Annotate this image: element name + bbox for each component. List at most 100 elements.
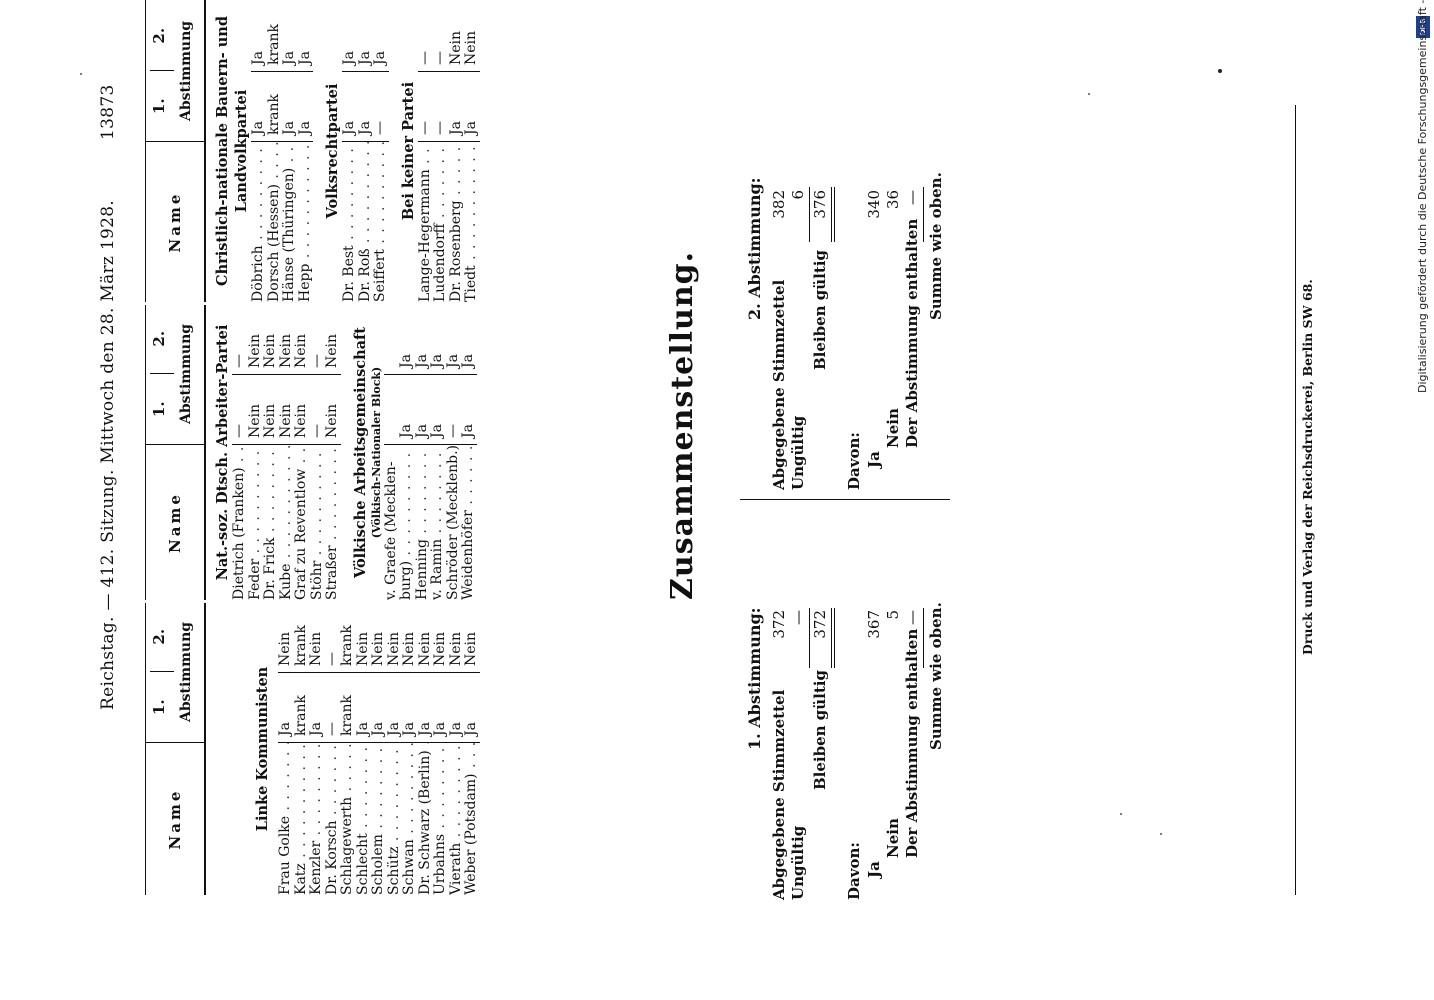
vote-1-cell: Ja (398, 375, 415, 445)
vote-1-cell: Ja (297, 72, 313, 142)
vote-1-cell: — (432, 72, 449, 142)
table-row: Dr. RoßJaJa (357, 0, 374, 302)
vote-1-cell: Ja (429, 375, 446, 445)
member-name: Schlagewerth (340, 743, 356, 895)
vote-2-cell: Ja (297, 2, 313, 72)
table-row: KubeNeinNein (278, 305, 294, 600)
table-row: Graf zu ReventlowNeinNein (293, 305, 310, 600)
table-row: Dr. FrickNeinNein (262, 305, 279, 600)
name-column-header: Name (166, 191, 184, 253)
member-name: Hänse (Thüringen) (282, 142, 298, 302)
table-row: HenningJaJa (414, 305, 430, 600)
table-row: SchlechtJaNein (355, 603, 371, 895)
vote-1-cell: Ja (341, 72, 358, 142)
table-row: Katzkrankkrank (293, 603, 310, 895)
name-column-header: Name (166, 788, 184, 850)
table-row: ScholemJaNein (370, 603, 387, 895)
vote-1-cell: Ja (417, 673, 433, 743)
vote-2-cell: — (432, 2, 449, 72)
label: Abgegebene Stimmzettel (770, 689, 788, 900)
vote-2-cell: Ja (398, 305, 415, 375)
vote-1-cell: — (324, 673, 340, 743)
vote-2-cell: krank (339, 603, 356, 673)
member-name: Stöhr (310, 445, 326, 600)
value: 372 (811, 610, 829, 639)
vote-2-cell: Nein (432, 603, 449, 673)
label: Ja (865, 861, 883, 878)
table-row: SchwanJaNein (401, 603, 418, 895)
vote-2-cell: Nein (324, 305, 341, 375)
member-name: Ludendorff (433, 142, 449, 302)
label: Ungültig (789, 415, 807, 490)
vote-1-cell: Ja (432, 673, 449, 743)
table-row: TiedtJaNein (463, 0, 480, 302)
vote-2-cell: Nein (463, 2, 480, 72)
vote-2-cell: krank (266, 2, 282, 72)
member-name: Scholem (371, 743, 387, 895)
member-name: Straßer (325, 445, 341, 600)
summary-heading: 2. Abstimmung: (745, 177, 764, 320)
vote-2-cell: Ja (357, 2, 373, 72)
table-row: HeppJaJa (297, 0, 313, 302)
vote-2-cell: Nein (355, 603, 371, 673)
dfg-watermark: DFG Digitalisierung gefördert durch die … (1412, 0, 1434, 408)
table-row: Seiffert—Ja (372, 0, 389, 302)
vote1-header: 1. (150, 373, 174, 444)
member-name: Graf zu Reventlow (294, 445, 310, 600)
table-row: v. RaminJaJa (429, 305, 446, 600)
vote-2-cell: Ja (372, 2, 389, 72)
member-name: Weber (Potsdam) (464, 743, 480, 895)
vote-1-cell: Ja (308, 673, 325, 743)
table-row: Schröder (Mecklenb.)—Ja (445, 305, 462, 600)
table-body: Christlich-nationale Bauern- und Landvol… (213, 0, 480, 302)
vote2-header: 2. (150, 27, 168, 44)
vote-1-cell: krank (293, 673, 309, 743)
label: Abgegebene Stimmzettel (770, 279, 788, 490)
vote-2-cell: Nein (463, 603, 480, 673)
label: Summe wie oben. (927, 172, 945, 320)
vote-2-cell: Nein (293, 305, 310, 375)
table-row: FederNeinNein (247, 305, 264, 600)
summary-title: Zusammenstellung. (665, 250, 700, 600)
vote-2-cell: Ja (460, 305, 477, 375)
label: Nein (884, 818, 902, 858)
table-row: SchützJaNein (386, 603, 403, 895)
table-row: UrbahnsJaNein (432, 603, 449, 895)
table-row: Stöhr—— (309, 305, 326, 600)
table-row: Dr. BestJaJa (341, 0, 358, 302)
member-name: Tiedt (464, 142, 480, 302)
value: 36 (884, 190, 902, 210)
member-name: Katz (294, 743, 310, 895)
party-group-heading: Volksrechtpartei (324, 83, 341, 219)
member-name: Schütz (387, 743, 403, 895)
label: Ungültig (789, 825, 807, 900)
vote-column-header: 1.2. Abstimmung (146, 602, 204, 743)
member-name: Feder (248, 445, 264, 600)
member-name: Dr. Best (342, 142, 358, 302)
member-name: Dr. Roß (358, 142, 374, 302)
member-name: Weidenhöfer (461, 445, 477, 600)
vote-1-cell: Ja (460, 375, 477, 445)
vote-1-cell: Ja (463, 72, 480, 142)
table-header: Name 1.2. Abstimmung (145, 602, 206, 895)
vote-column-header: 1.2. Abstimmung (146, 304, 204, 445)
table-row: WeidenhöferJaJa (460, 305, 477, 600)
vote-2-cell (383, 305, 399, 375)
member-name: Vierath (449, 743, 465, 895)
vote-2-cell: Nein (417, 603, 433, 673)
vote-1-cell: Ja (401, 673, 418, 743)
member-name: v. Ramin (430, 445, 446, 600)
member-name: Schröder (Mecklenb.) (446, 445, 462, 600)
vote-1-cell: Ja (355, 673, 371, 743)
member-name: Dorsch (Hessen) (267, 142, 283, 302)
member-name: Frau Golke (278, 743, 294, 895)
vote-1-cell: Ja (277, 673, 294, 743)
vote-1-cell (383, 375, 399, 445)
vote-2-cell: Nein (448, 603, 464, 673)
label: Davon: (845, 432, 863, 490)
table-row: Ludendorff—— (432, 0, 449, 302)
vote-1-cell: Ja (281, 72, 298, 142)
